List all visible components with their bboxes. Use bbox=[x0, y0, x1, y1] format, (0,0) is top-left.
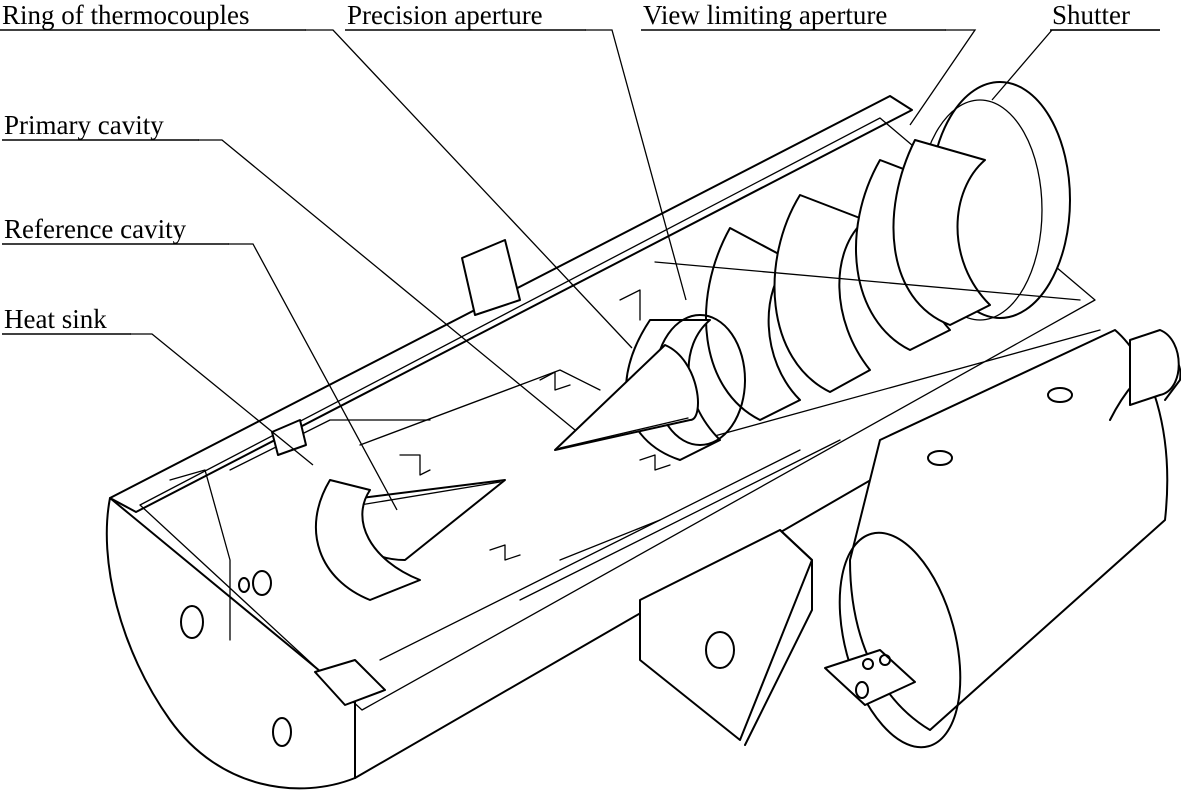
leader-precision-aperture bbox=[585, 29, 687, 301]
heat-sink-block bbox=[271, 419, 307, 456]
labels: Ring of thermocouples Precision aperture… bbox=[0, 0, 1160, 335]
top-mount-flange bbox=[461, 239, 521, 316]
label-shutter: Shutter bbox=[1052, 0, 1130, 30]
label-ring-of-thermocouples: Ring of thermocouples bbox=[2, 0, 249, 30]
label-heat-sink: Heat sink bbox=[4, 304, 107, 334]
interior-detail bbox=[169, 289, 841, 661]
front-hole-3 bbox=[238, 577, 250, 593]
front-hole-4 bbox=[272, 717, 292, 747]
front-hole-2 bbox=[252, 570, 272, 596]
label-precision-aperture: Precision aperture bbox=[347, 0, 543, 30]
baffle-stack bbox=[654, 139, 1101, 441]
leader-heat-sink bbox=[130, 333, 314, 466]
shutter-hole bbox=[927, 450, 953, 466]
mount-flange bbox=[639, 529, 813, 746]
leader-primary-cavity bbox=[198, 139, 576, 431]
reference-cavity-cone bbox=[314, 479, 506, 601]
label-reference-cavity: Reference cavity bbox=[4, 214, 187, 244]
front-clamp bbox=[314, 659, 386, 706]
rear-shaft bbox=[1129, 329, 1180, 406]
front-hole bbox=[180, 605, 204, 639]
primary-cavity-cone bbox=[554, 344, 699, 451]
label-primary-cavity: Primary cavity bbox=[4, 110, 164, 140]
leader-view-limiting-aperture bbox=[909, 29, 977, 126]
shutter-hole-2 bbox=[1047, 387, 1073, 403]
flange-hole bbox=[705, 631, 735, 669]
rear-clamp-block bbox=[824, 649, 916, 706]
label-view-limiting-aperture: View limiting aperture bbox=[643, 0, 887, 30]
leader-ring-of-thermocouples bbox=[305, 29, 633, 349]
leader-reference-cavity bbox=[228, 243, 398, 511]
front-face-features bbox=[180, 570, 386, 747]
